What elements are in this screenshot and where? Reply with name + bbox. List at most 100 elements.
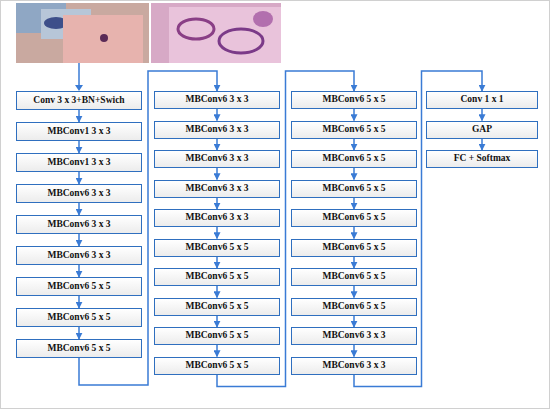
layer-box: MBConv6 3 x 3 <box>16 184 142 203</box>
flow-arrow <box>78 141 80 153</box>
box-label: MBConv6 5 x 5 <box>322 184 385 194</box>
box-label: MBConv1 3 x 3 <box>47 158 110 168</box>
layer-box: MBConv6 5 x 5 <box>291 121 417 139</box>
layer-box: MBConv6 5 x 5 <box>291 209 417 227</box>
box-label: MBConv6 3 x 3 <box>185 213 248 223</box>
flow-arrow <box>353 257 355 269</box>
flow-arrow <box>353 345 355 357</box>
layer-box: MBConv6 3 x 3 <box>154 150 280 168</box>
microscopy-photo-right <box>151 3 281 63</box>
flow-arrow <box>216 198 218 210</box>
flow-arrow <box>353 139 355 151</box>
layer-box: MBConv6 5 x 5 <box>291 91 417 109</box>
layer-box: MBConv6 5 x 5 <box>291 239 417 257</box>
box-label: MBConv6 5 x 5 <box>322 302 385 312</box>
box-label: Conv 1 x 1 <box>460 95 503 105</box>
box-label: MBConv1 3 x 3 <box>47 127 110 137</box>
layer-box: MBConv6 5 x 5 <box>16 339 142 358</box>
box-label: GAP <box>472 125 492 135</box>
flow-arrow <box>216 286 218 298</box>
flow-arrow <box>78 234 80 246</box>
layer-box: MBConv6 5 x 5 <box>154 239 280 257</box>
flow-arrow <box>78 265 80 277</box>
layer-box: MBConv6 5 x 5 <box>291 298 417 316</box>
flow-arrow <box>78 203 80 215</box>
layer-box: MBConv1 3 x 3 <box>16 153 142 172</box>
cell-shape <box>100 34 108 42</box>
box-label: MBConv6 3 x 3 <box>47 251 110 261</box>
layer-box: MBConv6 5 x 5 <box>154 327 280 345</box>
layer-box: Conv 1 x 1 <box>426 91 538 109</box>
input-arrow <box>78 63 80 87</box>
layer-box: MBConv6 5 x 5 <box>16 308 142 327</box>
box-label: MBConv6 3 x 3 <box>185 95 248 105</box>
layer-box: MBConv6 3 x 3 <box>291 357 417 375</box>
box-label: MBConv6 5 x 5 <box>185 302 248 312</box>
box-label: MBConv6 5 x 5 <box>185 243 248 253</box>
layer-box: MBConv6 5 x 5 <box>16 277 142 296</box>
photo-tile <box>169 7 281 63</box>
box-label: MBConv6 5 x 5 <box>47 282 110 292</box>
box-label: MBConv6 5 x 5 <box>185 331 248 341</box>
box-label: MBConv6 3 x 3 <box>185 154 248 164</box>
flow-arrow <box>78 172 80 184</box>
box-label: MBConv6 3 x 3 <box>322 361 385 371</box>
layer-box: MBConv6 3 x 3 <box>154 91 280 109</box>
box-label: MBConv6 5 x 5 <box>322 125 385 135</box>
box-label: MBConv6 5 x 5 <box>185 272 248 282</box>
layer-box: MBConv6 5 x 5 <box>154 298 280 316</box>
flow-arrow <box>78 327 80 339</box>
flow-arrow <box>216 109 218 121</box>
layer-box: MBConv6 5 x 5 <box>154 268 280 286</box>
tissue-shape <box>219 29 263 53</box>
layer-box: MBConv6 3 x 3 <box>154 121 280 139</box>
flow-arrow <box>78 110 80 122</box>
layer-box: Conv 3 x 3+BN+Swich <box>16 91 142 110</box>
flow-arrow <box>216 168 218 180</box>
flow-arrow <box>216 345 218 357</box>
flow-arrow <box>216 139 218 151</box>
flow-arrow <box>481 139 483 151</box>
box-label: MBConv6 3 x 3 <box>185 125 248 135</box>
flow-arrow <box>216 227 218 239</box>
layer-box: MBConv6 3 x 3 <box>16 246 142 265</box>
flow-arrow <box>353 198 355 210</box>
layer-box: MBConv6 5 x 5 <box>291 150 417 168</box>
flow-arrow <box>216 316 218 328</box>
flow-arrow <box>353 286 355 298</box>
box-label: MBConv6 3 x 3 <box>322 331 385 341</box>
box-label: MBConv6 5 x 5 <box>322 213 385 223</box>
photo-tile <box>63 15 143 63</box>
box-label: MBConv6 5 x 5 <box>322 95 385 105</box>
tissue-shape <box>253 11 273 27</box>
microscopy-photo-left <box>16 3 149 63</box>
flow-arrow <box>78 296 80 308</box>
box-label: MBConv6 5 x 5 <box>322 154 385 164</box>
box-label: MBConv6 5 x 5 <box>47 344 110 354</box>
box-label: Conv 3 x 3+BN+Swich <box>33 96 124 106</box>
layer-box: MBConv6 3 x 3 <box>291 327 417 345</box>
flow-arrow <box>353 316 355 328</box>
layer-box: MBConv6 5 x 5 <box>291 268 417 286</box>
box-label: MBConv6 5 x 5 <box>185 361 248 371</box>
flow-arrow <box>353 168 355 180</box>
box-label: MBConv6 5 x 5 <box>322 243 385 253</box>
layer-box: MBConv6 3 x 3 <box>154 209 280 227</box>
box-label: MBConv6 3 x 3 <box>47 220 110 230</box>
layer-box: MBConv6 3 x 3 <box>16 215 142 234</box>
flow-arrow <box>353 109 355 121</box>
box-label: MBConv6 3 x 3 <box>185 184 248 194</box>
flow-arrow <box>216 257 218 269</box>
box-label: MBConv6 5 x 5 <box>47 313 110 323</box>
tissue-shape <box>178 19 214 39</box>
box-label: FC + Softmax <box>454 154 511 164</box>
layer-box: MBConv6 3 x 3 <box>154 180 280 198</box>
box-label: MBConv6 5 x 5 <box>322 272 385 282</box>
layer-box: MBConv1 3 x 3 <box>16 122 142 141</box>
flow-arrow <box>353 227 355 239</box>
layer-box: MBConv6 5 x 5 <box>154 357 280 375</box>
box-label: MBConv6 3 x 3 <box>47 189 110 199</box>
layer-box: GAP <box>426 121 538 139</box>
flow-arrow <box>481 109 483 121</box>
